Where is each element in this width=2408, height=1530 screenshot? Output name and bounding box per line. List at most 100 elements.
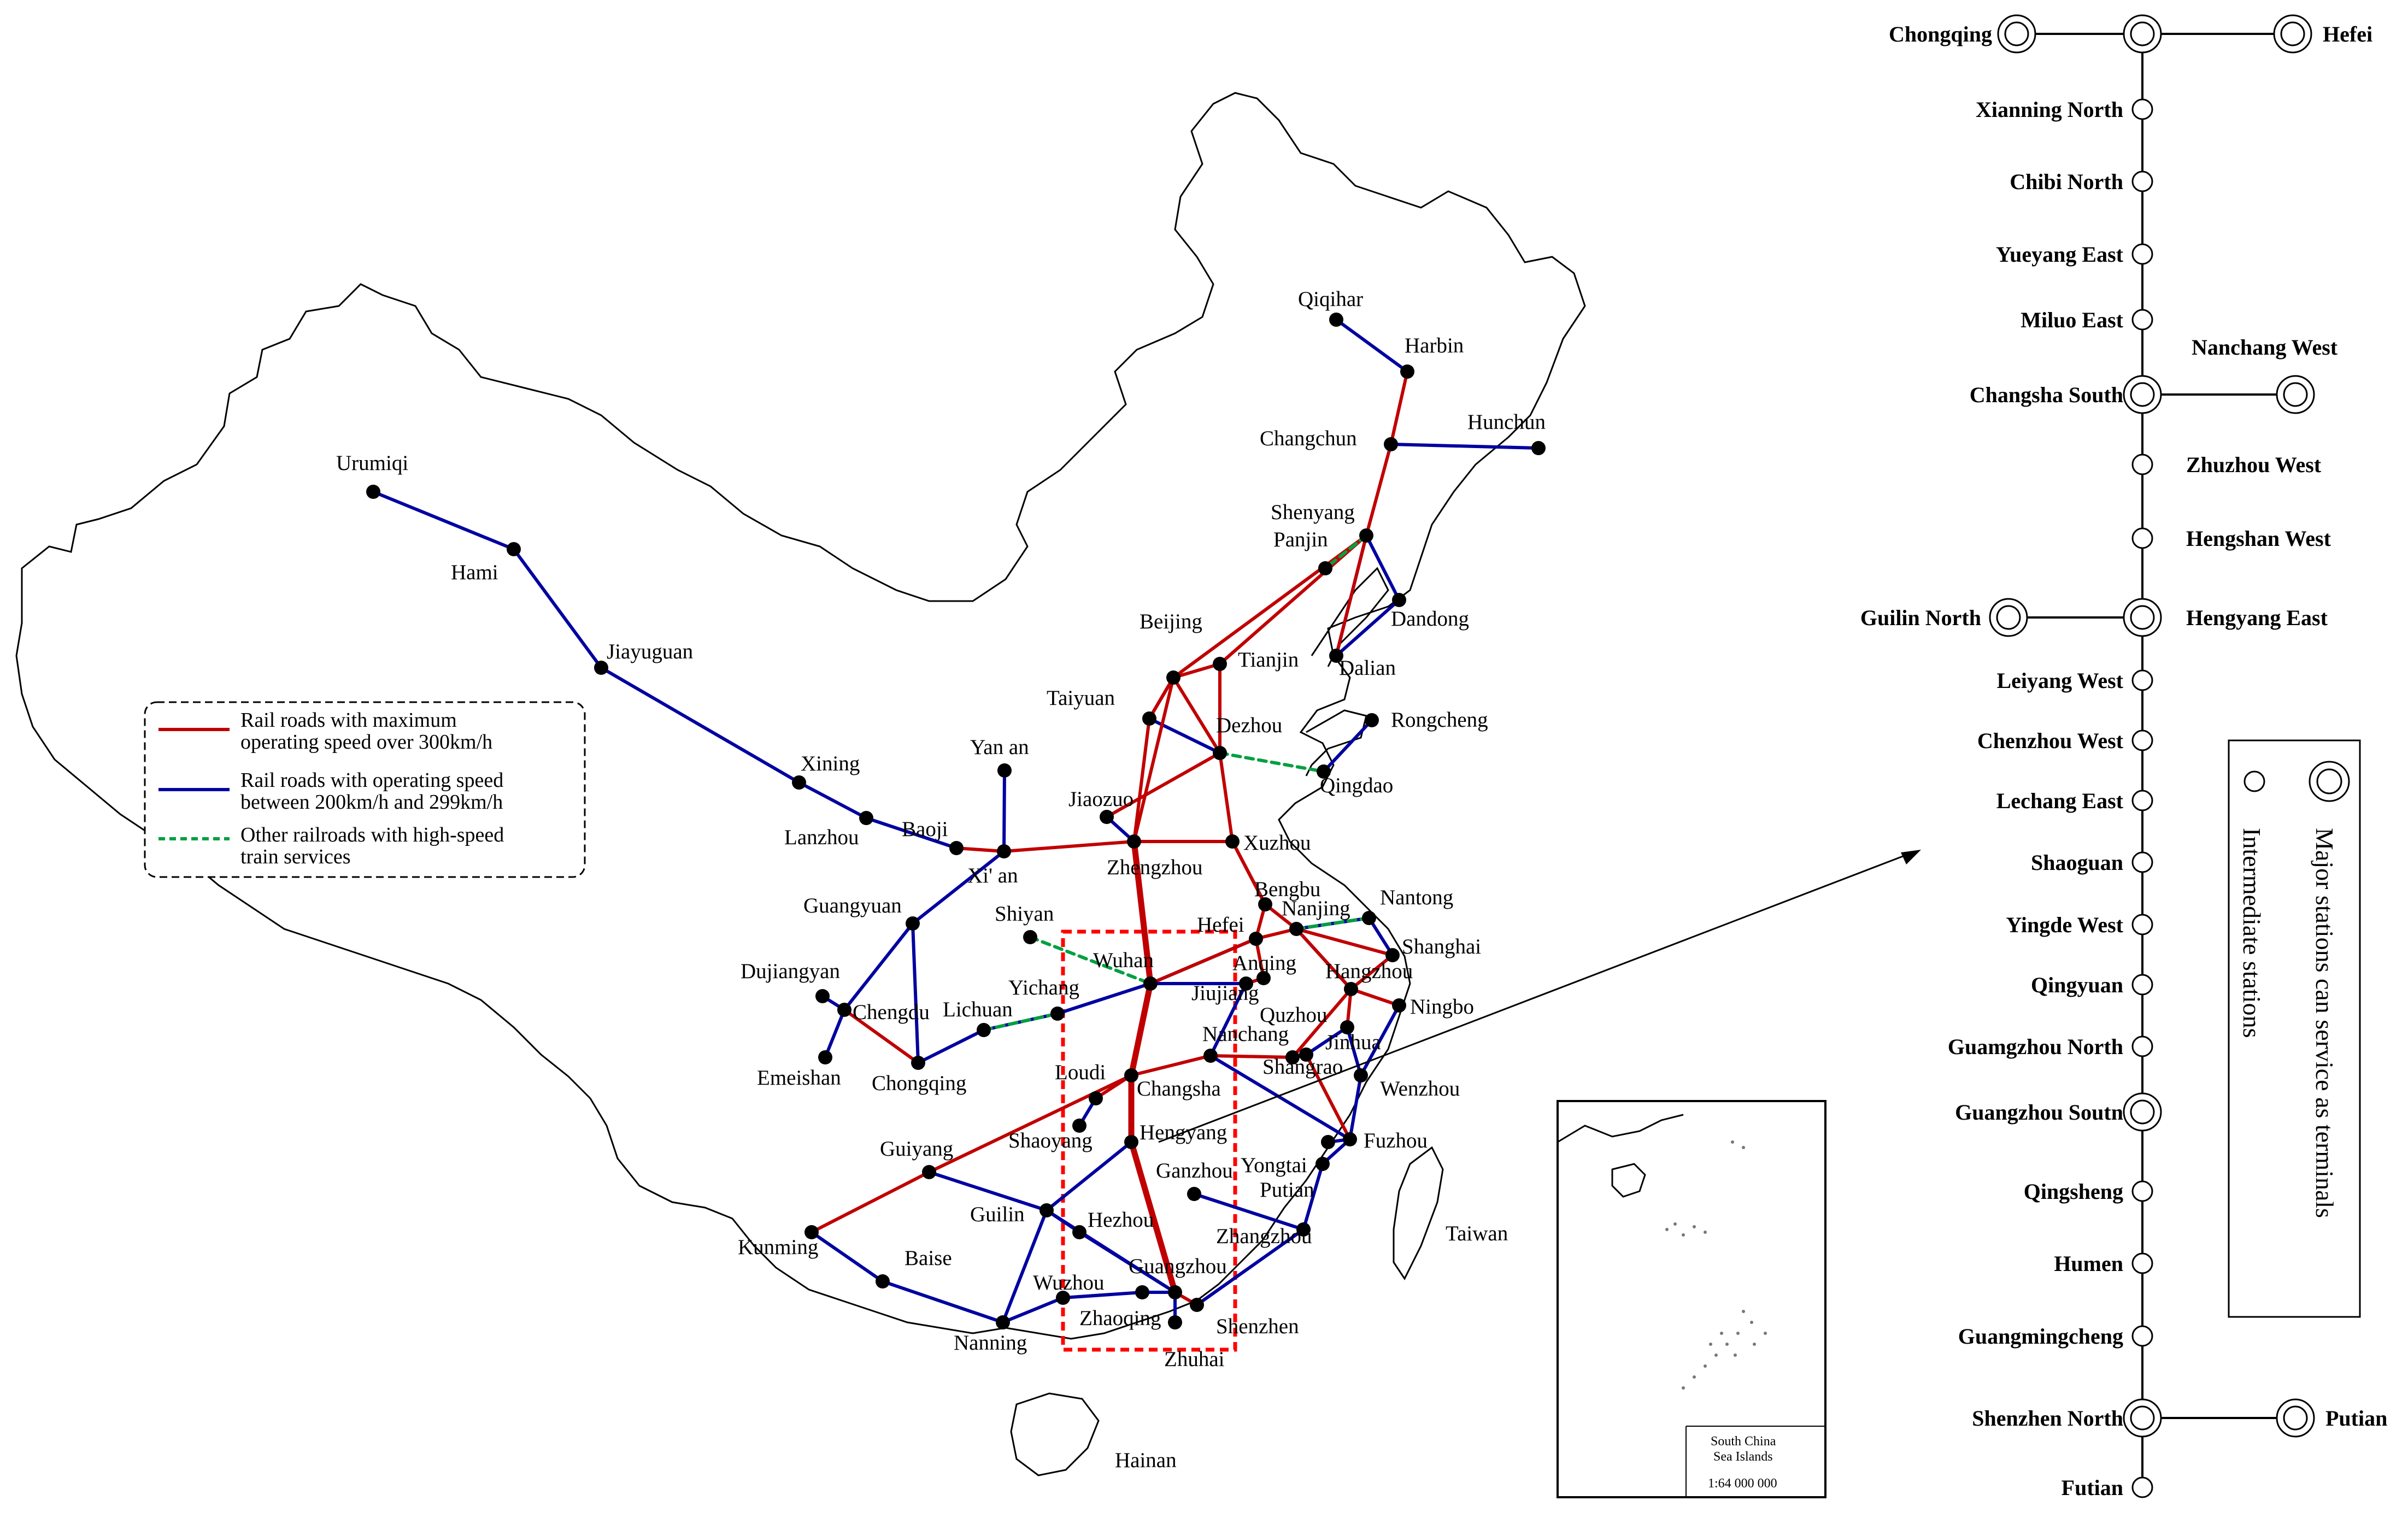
city-label: Hefei bbox=[1197, 913, 1244, 937]
city-label: Lichuan bbox=[943, 998, 1013, 1021]
city-label: Hainan bbox=[1115, 1449, 1177, 1472]
city-dot bbox=[1392, 593, 1406, 607]
city-dot bbox=[1362, 911, 1376, 925]
city-dot bbox=[1089, 1091, 1103, 1105]
blue-rail-segment bbox=[927, 1170, 1048, 1212]
blue-rail-segment bbox=[881, 1280, 1005, 1324]
red-rail-segment bbox=[1172, 662, 1221, 679]
blue-rail-segment bbox=[1001, 1296, 1065, 1324]
china-outline bbox=[15, 92, 1586, 1476]
station-label: Leiyang West bbox=[1996, 668, 2123, 693]
blue-rail-segment bbox=[917, 1028, 985, 1064]
major-station-marker-inner bbox=[2130, 382, 2155, 407]
city-dot bbox=[1343, 1132, 1357, 1146]
city-label: Harbin bbox=[1405, 334, 1464, 357]
red-rail-segment bbox=[1149, 937, 1258, 985]
city-dot bbox=[1239, 976, 1253, 991]
intermediate-station-marker bbox=[2131, 1325, 2153, 1347]
major-station-marker-inner bbox=[2130, 21, 2155, 46]
intermediate-station-marker bbox=[2131, 170, 2153, 192]
station-label: Hengshan West bbox=[2186, 526, 2331, 551]
city-dot bbox=[1056, 1291, 1070, 1305]
city-label: Nanchang bbox=[1202, 1022, 1289, 1046]
blue-rail-segment bbox=[1045, 1140, 1133, 1212]
blue-rail-segment bbox=[797, 781, 868, 820]
city-label: Jiayuguan bbox=[607, 640, 693, 663]
city-dot bbox=[1385, 948, 1400, 962]
city-dot bbox=[911, 1056, 925, 1070]
inset-islands bbox=[1665, 1140, 1767, 1390]
city-dot bbox=[1190, 1298, 1204, 1312]
blue-rail-segment bbox=[1209, 1054, 1352, 1141]
city-label: Shenyang bbox=[1271, 501, 1355, 524]
major-station-marker-inner bbox=[2283, 1405, 2308, 1431]
intermediate-station-marker bbox=[2131, 1252, 2153, 1274]
blue-rail-segment bbox=[600, 666, 801, 784]
city-dot bbox=[1354, 1068, 1368, 1082]
intermediate-station-marker bbox=[2131, 729, 2153, 751]
major-station-marker-inner bbox=[2130, 1099, 2155, 1125]
city-label: Ningbo bbox=[1410, 995, 1474, 1019]
city-dot bbox=[1124, 1135, 1138, 1149]
city-dot bbox=[1225, 834, 1240, 849]
blue-rail-segment bbox=[1359, 1004, 1401, 1077]
major-station-marker-inner bbox=[2130, 605, 2155, 630]
major-station-label: Major stations can service as terminals bbox=[2311, 828, 2339, 1218]
station-label: Yueyang East bbox=[1996, 242, 2124, 267]
city-label: Shangrao bbox=[1262, 1055, 1343, 1079]
city-dot bbox=[1100, 810, 1114, 824]
red-rail-segment bbox=[1132, 717, 1151, 843]
pointer-arrow bbox=[1158, 850, 1921, 1143]
legend-blue-line2: between 200km/h and 299km/h bbox=[240, 791, 503, 814]
city-label: Jinhua bbox=[1325, 1031, 1381, 1054]
city-label: Shaoyang bbox=[1008, 1129, 1093, 1152]
legend-green-line2: train services bbox=[240, 845, 351, 868]
city-dot bbox=[594, 661, 608, 675]
city-label: Xi' an bbox=[967, 864, 1018, 887]
city-label: Zhengzhou bbox=[1107, 856, 1202, 879]
intermediate-station-marker bbox=[2131, 1476, 2153, 1498]
blue-rail-segment bbox=[1335, 598, 1401, 657]
city-label: Putian bbox=[1260, 1178, 1314, 1202]
red-rail-segment bbox=[1218, 751, 1234, 843]
city-dot bbox=[1135, 1285, 1149, 1299]
city-label: Nanjing bbox=[1282, 897, 1350, 920]
station-label: Xianning North bbox=[1976, 97, 2123, 122]
intermediate-station-marker bbox=[2131, 790, 2153, 811]
city-dot bbox=[949, 841, 964, 855]
city-label: Wenzhou bbox=[1380, 1077, 1460, 1101]
blue-rail-segment bbox=[1209, 982, 1248, 1057]
red-rail-segment bbox=[843, 1008, 920, 1064]
city-dot bbox=[1050, 1007, 1065, 1021]
major-station-icon-inner bbox=[2316, 768, 2342, 795]
city-label: Chengdu bbox=[853, 1001, 930, 1024]
blue-rail-segment bbox=[911, 850, 1006, 925]
red-rail-segment bbox=[1002, 840, 1136, 853]
city-dot bbox=[997, 763, 1012, 778]
city-label: Guilin bbox=[970, 1203, 1025, 1226]
inset-coast bbox=[1557, 1114, 1684, 1143]
red-rail-segment bbox=[1130, 1054, 1212, 1077]
inset-frame bbox=[1557, 1100, 1826, 1498]
blue-rail-segment bbox=[865, 816, 958, 850]
city-label: Anqing bbox=[1232, 951, 1296, 975]
city-dot bbox=[1285, 1050, 1300, 1064]
highlight-box bbox=[1061, 929, 1237, 1352]
red-rail-segment bbox=[1105, 751, 1221, 819]
city-dot bbox=[1039, 1203, 1054, 1217]
station-label: Hefei bbox=[2323, 22, 2372, 46]
station-label: Qingyuan bbox=[2031, 973, 2123, 997]
major-station-marker-inner bbox=[2130, 1405, 2155, 1431]
city-dot bbox=[507, 542, 521, 556]
green-dashed-segment bbox=[982, 1012, 1059, 1032]
city-dot bbox=[1168, 1285, 1182, 1299]
city-dot bbox=[1340, 1020, 1354, 1034]
city-dot bbox=[1213, 746, 1227, 760]
city-label: Dujiangyan bbox=[741, 960, 840, 983]
intermediate-station-marker bbox=[2131, 1035, 2153, 1057]
city-label: Kunming bbox=[738, 1235, 818, 1259]
blue-rail-segment bbox=[1322, 719, 1373, 773]
station-label: Hengyang East bbox=[2186, 605, 2328, 630]
city-label: Quzhou bbox=[1260, 1003, 1327, 1027]
